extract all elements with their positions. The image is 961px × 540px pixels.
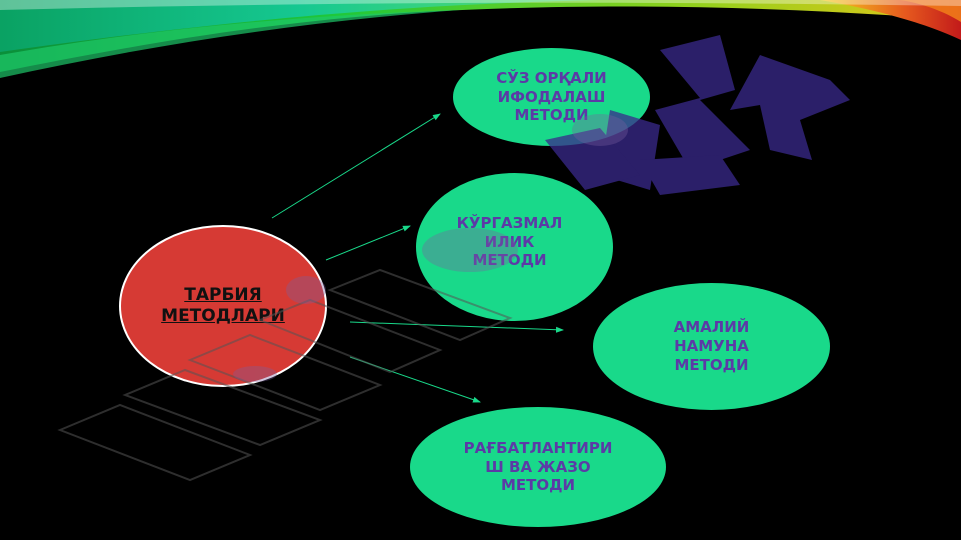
- method-node-3-label: АМАЛИЙ НАМУНА МЕТОДИ: [673, 318, 750, 374]
- arrow-to-method-1: [271, 113, 441, 219]
- arrow-to-method-4: [349, 356, 481, 403]
- method-node-1-label: СЎЗ ОРҚАЛИ ИФОДАЛАШ МЕТОДИ: [496, 68, 607, 125]
- method-node-2: КЎРГАЗМАЛ ИЛИК МЕТОДИ: [416, 173, 613, 321]
- method-node-1: СЎЗ ОРҚАЛИ ИФОДАЛАШ МЕТОДИ: [453, 48, 650, 146]
- method-node-4: РАҒБАТЛАНТИРИ Ш ВА ЖАЗО МЕТОДИ: [410, 407, 666, 527]
- method-node-4-label: РАҒБАТЛАНТИРИ Ш ВА ЖАЗО МЕТОДИ: [463, 438, 613, 495]
- arrow-to-method-2: [325, 225, 411, 261]
- arrow-to-method-3: [349, 321, 564, 333]
- center-node-label: ТАРБИЯ МЕТОДЛАРИ: [161, 284, 285, 326]
- method-node-3: АМАЛИЙ НАМУНА МЕТОДИ: [593, 283, 830, 410]
- center-node: ТАРБИЯ МЕТОДЛАРИ: [119, 225, 327, 387]
- method-node-2-label: КЎРГАЗМАЛ ИЛИК МЕТОДИ: [456, 213, 563, 270]
